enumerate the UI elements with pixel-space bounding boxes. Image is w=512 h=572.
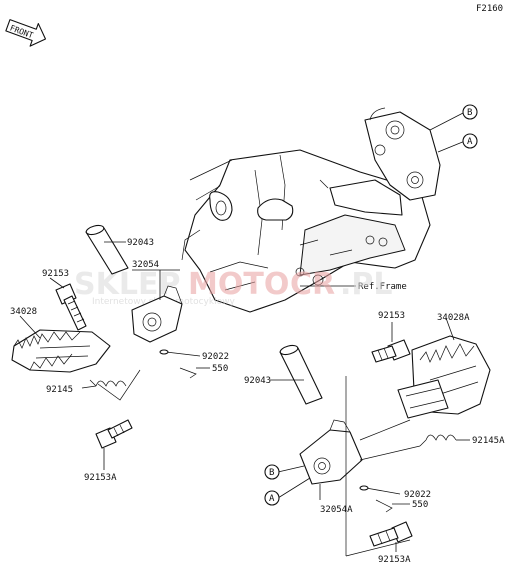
part-92145: 92145	[46, 385, 73, 395]
right-cotter-pin	[375, 499, 393, 513]
left-bracket	[131, 285, 183, 343]
part-92153A-right: 92153A	[378, 555, 411, 565]
left-bolt-top	[55, 283, 87, 331]
part-92153-left: 92153	[42, 269, 69, 279]
callout-b-bottom: B	[264, 464, 280, 480]
ref-frame-label: Ref.Frame	[358, 282, 407, 292]
left-cotter-pin	[179, 367, 197, 379]
front-arrow-icon: FRONT	[5, 19, 47, 47]
svg-text:.PL: .PL	[340, 267, 393, 302]
part-92043-left: 92043	[127, 238, 154, 248]
part-92022-right: 92022	[404, 490, 431, 500]
right-bracket	[299, 419, 363, 485]
part-34028A: 34028A	[437, 313, 470, 323]
svg-text:CR: CR	[290, 267, 335, 302]
diagram-code: F2160	[476, 4, 503, 14]
callout-a-bottom: A	[264, 490, 280, 506]
right-bolt-bottom	[369, 521, 413, 547]
svg-text:MOTO: MOTO	[188, 267, 289, 302]
part-92145A: 92145A	[472, 436, 505, 446]
part-550-right: 550	[412, 500, 428, 510]
part-92043-right: 92043	[244, 376, 271, 386]
part-34028: 34028	[10, 307, 37, 317]
left-footpeg	[11, 329, 111, 373]
left-bolt-bottom	[95, 419, 133, 449]
left-spring	[89, 379, 127, 387]
watermark-logo: SKLEP MOTO CR .PL Internetowy sklep moto…	[74, 267, 393, 307]
part-32054: 32054	[132, 260, 159, 270]
right-washer	[359, 485, 401, 495]
part-550-left: 550	[212, 364, 228, 374]
svg-text:A: A	[467, 137, 473, 147]
part-92153A-left: 92153A	[84, 473, 117, 483]
callout-b-top: B	[462, 104, 478, 120]
right-pin	[279, 344, 323, 405]
right-bolt-top	[371, 339, 411, 363]
left-pin	[85, 224, 129, 275]
svg-text:B: B	[269, 468, 274, 478]
svg-text:B: B	[467, 108, 472, 118]
frame-assembly	[181, 107, 441, 313]
callout-a-top: A	[462, 133, 478, 149]
right-spring	[419, 434, 457, 447]
right-footpeg	[397, 335, 491, 419]
part-32054A: 32054A	[320, 505, 353, 515]
part-92153-right: 92153	[378, 311, 405, 321]
svg-text:A: A	[269, 494, 275, 504]
left-washer	[159, 349, 201, 357]
part-92022-left: 92022	[202, 352, 229, 362]
